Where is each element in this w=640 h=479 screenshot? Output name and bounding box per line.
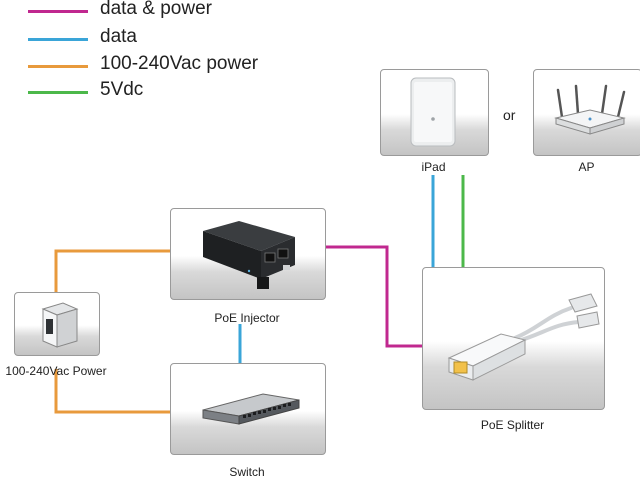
legend-swatch <box>28 10 88 13</box>
splitter-label: PoE Splitter <box>480 418 545 432</box>
legend-label: 5Vdc <box>100 79 144 100</box>
ipad-label: iPad <box>421 160 446 174</box>
injector-label: PoE Injector <box>214 311 280 325</box>
or-text: or <box>503 107 516 123</box>
wireless-access-point-icon <box>554 84 626 135</box>
poe-splitter-icon <box>447 293 600 381</box>
ap-label: AP <box>578 160 595 174</box>
injector-box <box>170 208 326 300</box>
ipad-box <box>380 69 489 156</box>
poe-injector-icon <box>203 221 295 289</box>
ap-box <box>533 69 640 156</box>
network-switch-icon <box>202 393 300 425</box>
switch-box <box>170 363 326 455</box>
ups-power-icon <box>41 302 79 348</box>
wire-ac-injector <box>54 249 170 292</box>
legend-label: data & power <box>100 0 212 19</box>
legend-swatch <box>28 38 88 41</box>
power-box <box>14 292 100 356</box>
legend-swatch <box>28 65 88 68</box>
wire-data-power <box>324 245 422 348</box>
wire-ac-switch <box>54 369 170 414</box>
tablet-icon <box>410 77 456 147</box>
power-label: 100-240Vac Power <box>5 364 107 378</box>
switch-label: Switch <box>229 465 265 479</box>
legend-label: 100-240Vac power <box>100 53 259 74</box>
legend-label: data <box>100 26 137 47</box>
legend-swatch <box>28 91 88 94</box>
splitter-box <box>422 267 605 410</box>
